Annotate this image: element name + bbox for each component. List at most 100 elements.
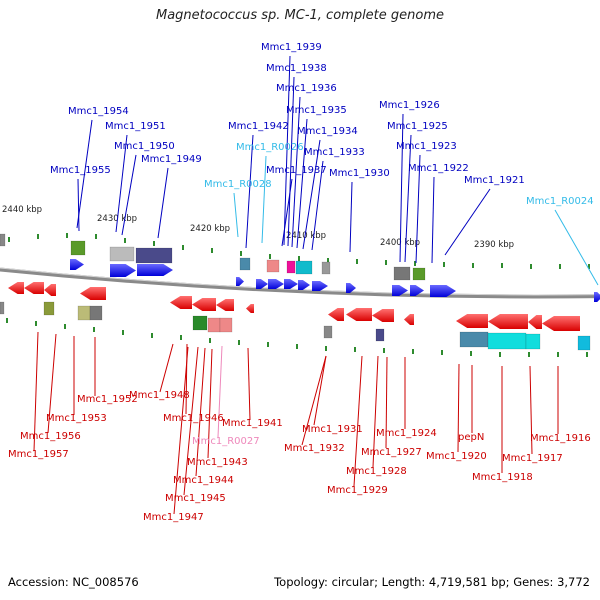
cog-category-box (323, 325, 333, 339)
genome-summary-text: Topology: circular; Length: 4,719,581 bp… (274, 575, 590, 589)
reverse-gene-leader-line (217, 345, 223, 438)
tick-mark (472, 263, 474, 268)
tick-mark (153, 241, 155, 246)
tick-mark (182, 245, 184, 250)
reverse-gene-leader-line (185, 343, 188, 415)
forward-gene-arrow (110, 264, 136, 277)
tick-mark (414, 261, 416, 266)
tick-mark (530, 264, 532, 269)
forward-gene-leader-line (296, 118, 308, 249)
forward-gene-leader-line (399, 113, 404, 263)
reverse-gene-label: Mmc1_1953 (46, 413, 107, 424)
tick-mark (327, 258, 329, 263)
tick-mark (93, 327, 95, 332)
reverse-gene-arrow (246, 304, 254, 313)
tick-mark (269, 254, 271, 259)
reverse-gene-label: Mmc1_1944 (173, 475, 234, 486)
forward-gene-arrow (298, 280, 310, 290)
tick-mark (35, 321, 37, 326)
reverse-gene-leader-line (353, 355, 363, 487)
forward-gene-leader-line (121, 154, 137, 236)
cog-category-box (393, 266, 411, 281)
forward-gene-leader-line (77, 178, 80, 232)
forward-gene-leader-line (233, 192, 239, 238)
forward-gene-leader-line (245, 134, 254, 249)
cog-category-box (219, 317, 233, 333)
reverse-gene-arrow (456, 314, 488, 328)
reverse-gene-leader-line (173, 346, 189, 515)
forward-gene-leader-line (115, 134, 128, 233)
reverse-gene-label: Mmc1_1927 (361, 447, 422, 458)
tick-mark (499, 352, 501, 357)
cog-category-box (577, 335, 591, 351)
forward-gene-label: Mmc1_R0026 (236, 142, 304, 153)
reverse-gene-arrow (404, 314, 414, 325)
reverse-gene-leader-line (47, 333, 57, 434)
tick-mark (95, 234, 97, 239)
tick-mark (356, 259, 358, 264)
cog-category-box (459, 331, 489, 348)
reverse-gene-leader-line (385, 356, 388, 449)
reverse-gene-arrow (8, 282, 24, 294)
forward-gene-arrow (312, 281, 328, 291)
forward-gene-leader-line (311, 160, 324, 251)
forward-gene-leader-line (283, 55, 291, 246)
kbp-tick-label: 2420 kbp (190, 224, 230, 234)
reverse-gene-arrow (528, 315, 542, 329)
reverse-gene-leader-line (301, 355, 327, 446)
reverse-gene-leader-line (372, 355, 379, 468)
cog-category-box (266, 259, 280, 273)
tick-mark (296, 344, 298, 349)
forward-gene-arrow (410, 285, 424, 296)
cog-category-box (487, 332, 527, 350)
cog-category-box (0, 233, 6, 247)
forward-gene-label: Mmc1_1950 (114, 141, 175, 152)
tick-mark (559, 264, 561, 269)
forward-gene-leader-line (302, 139, 321, 250)
forward-gene-label: Mmc1_1949 (141, 154, 202, 165)
tick-mark (588, 264, 590, 269)
forward-gene-label: Mmc1_1951 (105, 121, 166, 132)
forward-gene-arrow (430, 285, 456, 297)
tick-mark (151, 333, 153, 338)
tick-mark (8, 237, 10, 242)
forward-gene-label: Mmc1_1955 (50, 165, 111, 176)
forward-gene-label: Mmc1_1937 (266, 165, 327, 176)
genome-backbone (0, 267, 600, 299)
reverse-gene-label: Mmc1_1931 (302, 424, 363, 435)
forward-gene-label: Mmc1_1923 (396, 141, 457, 152)
reverse-gene-arrow (170, 296, 192, 309)
reverse-gene-label: Mmc1_1952 (77, 394, 138, 405)
reverse-gene-label: Mmc1_1946 (163, 413, 224, 424)
forward-gene-arrow (284, 279, 298, 289)
forward-gene-label: Mmc1_1933 (304, 147, 365, 158)
forward-gene-leader-line (431, 176, 435, 264)
reverse-gene-arrow (346, 308, 372, 321)
reverse-gene-label: Mmc1_1957 (8, 449, 69, 460)
reverse-gene-label: Mmc1_1916 (530, 433, 591, 444)
cog-category-box (207, 317, 221, 333)
reverse-gene-leader-line (247, 347, 251, 421)
reverse-gene-arrow (488, 314, 528, 329)
reverse-gene-label: Mmc1_1947 (143, 512, 204, 523)
reverse-gene-arrow (80, 287, 106, 300)
tick-mark (66, 233, 68, 238)
forward-gene-leader-line (404, 134, 412, 263)
forward-gene-label: Mmc1_1922 (408, 163, 469, 174)
cog-category-box (525, 333, 541, 350)
cog-category-box (295, 260, 313, 275)
tick-mark (470, 351, 472, 356)
cog-category-box (0, 301, 5, 315)
forward-gene-arrow (137, 264, 173, 276)
tick-mark (238, 340, 240, 345)
cog-category-box (286, 260, 296, 274)
reverse-gene-leader-line (313, 355, 327, 426)
reverse-gene-label: Mmc1_1917 (502, 453, 563, 464)
forward-gene-label: Mmc1_1934 (297, 126, 358, 137)
forward-gene-arrow (346, 283, 356, 293)
cog-category-box (192, 315, 208, 331)
forward-gene-label: Mmc1_1926 (379, 100, 440, 111)
reverse-gene-label: Mmc1_1928 (346, 466, 407, 477)
cog-category-box (109, 246, 135, 262)
kbp-tick-label: 2440 kbp (2, 205, 42, 215)
